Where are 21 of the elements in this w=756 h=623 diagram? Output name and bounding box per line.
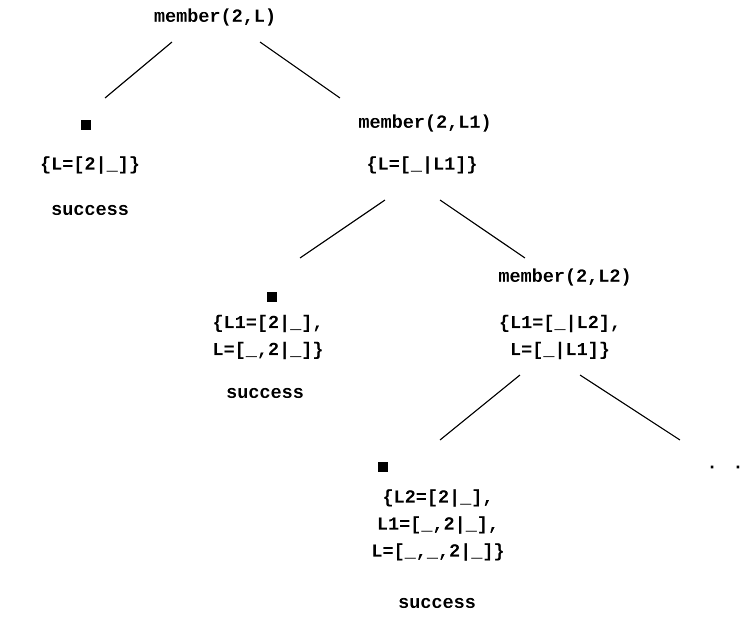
leaf-square xyxy=(378,462,388,472)
tree-branch xyxy=(104,42,172,98)
tree-branch xyxy=(440,199,526,259)
tree-branch xyxy=(260,41,340,99)
leaf-square xyxy=(81,120,91,130)
goal-label: member(2,L1) xyxy=(359,114,488,132)
binding-text: {L1=[2|_], L=[_,2|_]} xyxy=(214,314,322,360)
tree-branch xyxy=(300,199,386,259)
leaf-square xyxy=(267,292,277,302)
binding-text: {L=[_|L1]} xyxy=(368,156,476,174)
tree-branch xyxy=(440,374,520,440)
goal-label: member(2,L) xyxy=(154,8,273,26)
success-label: success xyxy=(52,204,128,216)
goal-label: member(2,L2) xyxy=(499,268,628,286)
ellipsis-label: . . xyxy=(710,466,740,468)
success-label: success xyxy=(227,388,303,398)
binding-text: {L2=[2|_], L1=[_,2|_], L=[_,_,2|_]} xyxy=(373,489,503,561)
tree-branch xyxy=(580,374,680,441)
success-label: success xyxy=(399,598,475,608)
binding-text: {L1=[_|L2], L=[_|L1]} xyxy=(500,314,617,360)
binding-text: {L=[2|_]} xyxy=(42,156,138,174)
